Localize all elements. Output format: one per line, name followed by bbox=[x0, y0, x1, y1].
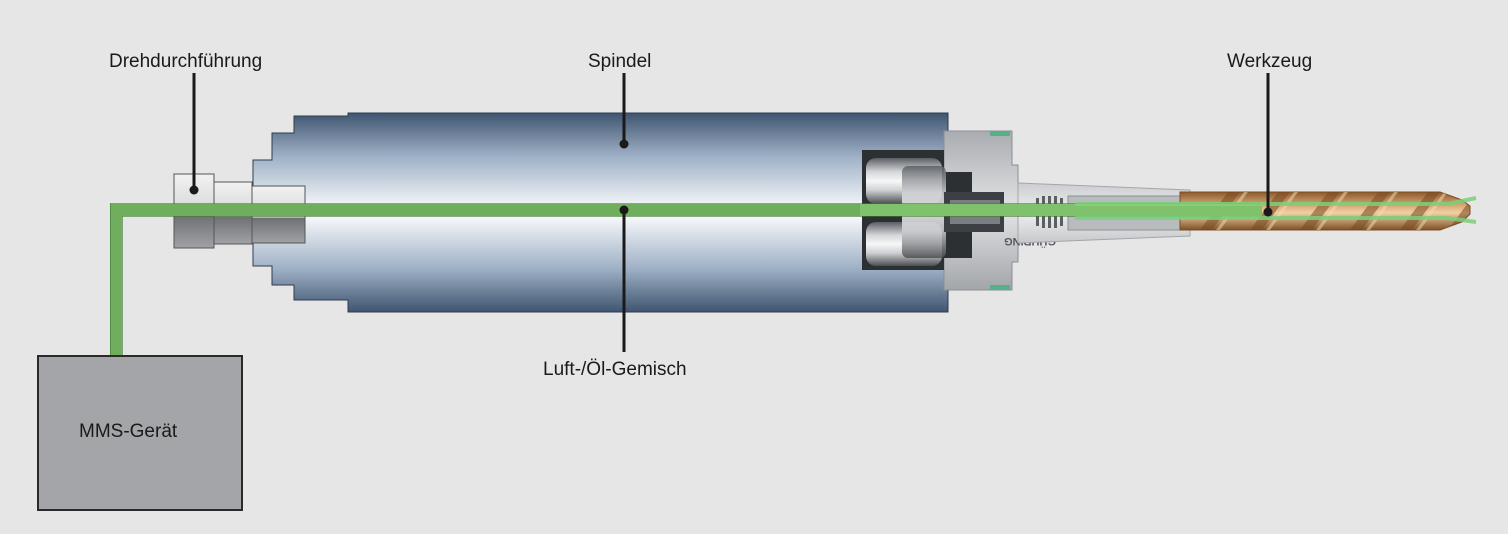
leader-dot-spindle bbox=[619, 139, 629, 149]
label-tool: Werkzeug bbox=[1227, 51, 1313, 72]
mixture-line-border-top bbox=[110, 203, 1260, 204]
holder-ring-top bbox=[990, 131, 1010, 136]
leader-dot-tool bbox=[1263, 207, 1273, 217]
leader-lines bbox=[192, 73, 1270, 352]
leader-dot-mixture bbox=[619, 205, 629, 215]
label-rotary-union: Drehdurchführung bbox=[109, 51, 263, 72]
label-spindle: Spindel bbox=[588, 51, 652, 72]
leader-dot-rotary-union bbox=[189, 185, 199, 195]
mixture-line-border-bottom bbox=[122, 216, 1260, 217]
leader-dots bbox=[189, 139, 1273, 217]
label-mql-unit: MMS-Gerät bbox=[79, 421, 178, 442]
mixture-line-border-left bbox=[110, 203, 111, 355]
holder-ring-bottom bbox=[990, 285, 1010, 290]
mql-unit-box bbox=[37, 355, 243, 511]
mixture-line-border-inner bbox=[122, 216, 123, 355]
label-mixture: Luft-/Öl-Gemisch bbox=[543, 359, 687, 380]
